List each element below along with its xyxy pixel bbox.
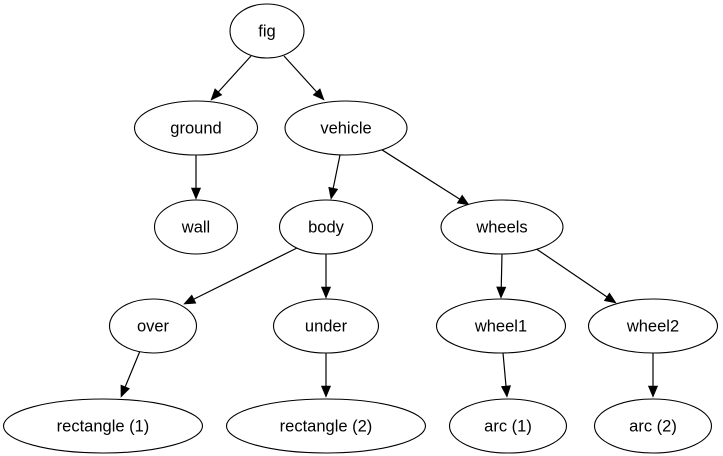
node-wheel1[interactable]: wheel1: [435, 298, 567, 354]
node-label: rectangle (2): [280, 417, 373, 435]
node-ellipse[interactable]: [593, 398, 713, 454]
arrowhead-icon: [500, 385, 512, 398]
node-label: wheel1: [474, 317, 527, 335]
arrowhead-icon: [120, 384, 130, 398]
edge-wheel1-to-arc1: [500, 352, 512, 398]
node-under[interactable]: under: [272, 298, 380, 354]
node-rectangle2[interactable]: rectangle (2): [225, 398, 427, 454]
node-label: over: [137, 317, 170, 335]
node-ellipse[interactable]: [435, 298, 567, 354]
node-ground[interactable]: ground: [133, 100, 259, 156]
node-label: rectangle (1): [57, 417, 150, 435]
node-ellipse[interactable]: [133, 100, 259, 156]
node-ellipse[interactable]: [278, 199, 374, 255]
node-wall[interactable]: wall: [153, 199, 239, 255]
arrowhead-icon: [183, 294, 197, 305]
node-ellipse[interactable]: [284, 100, 408, 156]
edge-line: [124, 350, 141, 388]
node-ellipse[interactable]: [2, 398, 204, 454]
node-label: wheel2: [626, 317, 679, 335]
arrowhead-icon: [328, 186, 339, 200]
edge-line: [193, 247, 298, 300]
node-arc2[interactable]: arc (2): [593, 398, 713, 454]
node-label: arc (2): [629, 417, 677, 435]
node-ellipse[interactable]: [229, 3, 305, 59]
arrowhead-icon: [320, 286, 332, 299]
arrowhead-icon: [603, 292, 617, 304]
node-ellipse[interactable]: [153, 199, 239, 255]
node-label: wheels: [475, 218, 527, 236]
edge-body-to-under: [320, 254, 332, 299]
node-over[interactable]: over: [108, 298, 198, 354]
node-rectangle1[interactable]: rectangle (1): [2, 398, 204, 454]
node-label: vehicle: [320, 119, 371, 137]
edges-layer: [120, 55, 659, 398]
node-body[interactable]: body: [278, 199, 374, 255]
edge-vehicle-to-wheels: [378, 147, 470, 206]
arrowhead-icon: [312, 88, 325, 101]
edge-fig-to-vehicle: [283, 55, 325, 101]
node-label: under: [305, 317, 348, 335]
node-fig[interactable]: fig: [229, 3, 305, 59]
node-vehicle[interactable]: vehicle: [284, 100, 408, 156]
edge-line: [332, 154, 341, 189]
edge-line: [534, 247, 608, 298]
node-ellipse[interactable]: [108, 298, 198, 354]
edge-ground-to-wall: [190, 155, 202, 200]
edge-line: [500, 253, 503, 288]
edge-line: [217, 55, 252, 93]
edge-wheels-to-wheel2: [534, 247, 617, 304]
edge-body-to-over: [183, 247, 298, 305]
node-wheels[interactable]: wheels: [440, 199, 564, 255]
node-label: body: [308, 218, 345, 236]
arrowhead-icon: [190, 187, 202, 200]
node-ellipse[interactable]: [272, 298, 380, 354]
node-wheel2[interactable]: wheel2: [587, 298, 719, 354]
arrowhead-icon: [496, 286, 507, 299]
node-ellipse[interactable]: [225, 398, 427, 454]
arrowhead-icon: [210, 88, 223, 101]
arrowhead-icon: [647, 385, 659, 398]
arrowhead-icon: [320, 385, 332, 398]
edge-line: [378, 147, 461, 200]
edge-over-to-rectangle1: [120, 350, 141, 398]
node-arc1[interactable]: arc (1): [448, 398, 568, 454]
node-label: ground: [170, 119, 221, 137]
node-label: fig: [258, 22, 275, 40]
nodes-layer: fig ground vehicle wall body wheels over under w…: [2, 3, 719, 454]
arrowhead-icon: [456, 194, 470, 206]
edge-vehicle-to-body: [328, 154, 341, 200]
edge-under-to-rectangle2: [320, 353, 332, 398]
node-ellipse[interactable]: [440, 199, 564, 255]
edge-wheels-to-wheel1: [496, 253, 507, 299]
edge-wheel2-to-arc2: [647, 353, 659, 398]
edge-fig-to-ground: [210, 55, 252, 101]
node-label: wall: [181, 218, 210, 236]
edge-line: [502, 352, 507, 387]
node-ellipse[interactable]: [587, 298, 719, 354]
node-ellipse[interactable]: [448, 398, 568, 454]
node-label: arc (1): [484, 417, 532, 435]
edge-line: [283, 55, 318, 93]
